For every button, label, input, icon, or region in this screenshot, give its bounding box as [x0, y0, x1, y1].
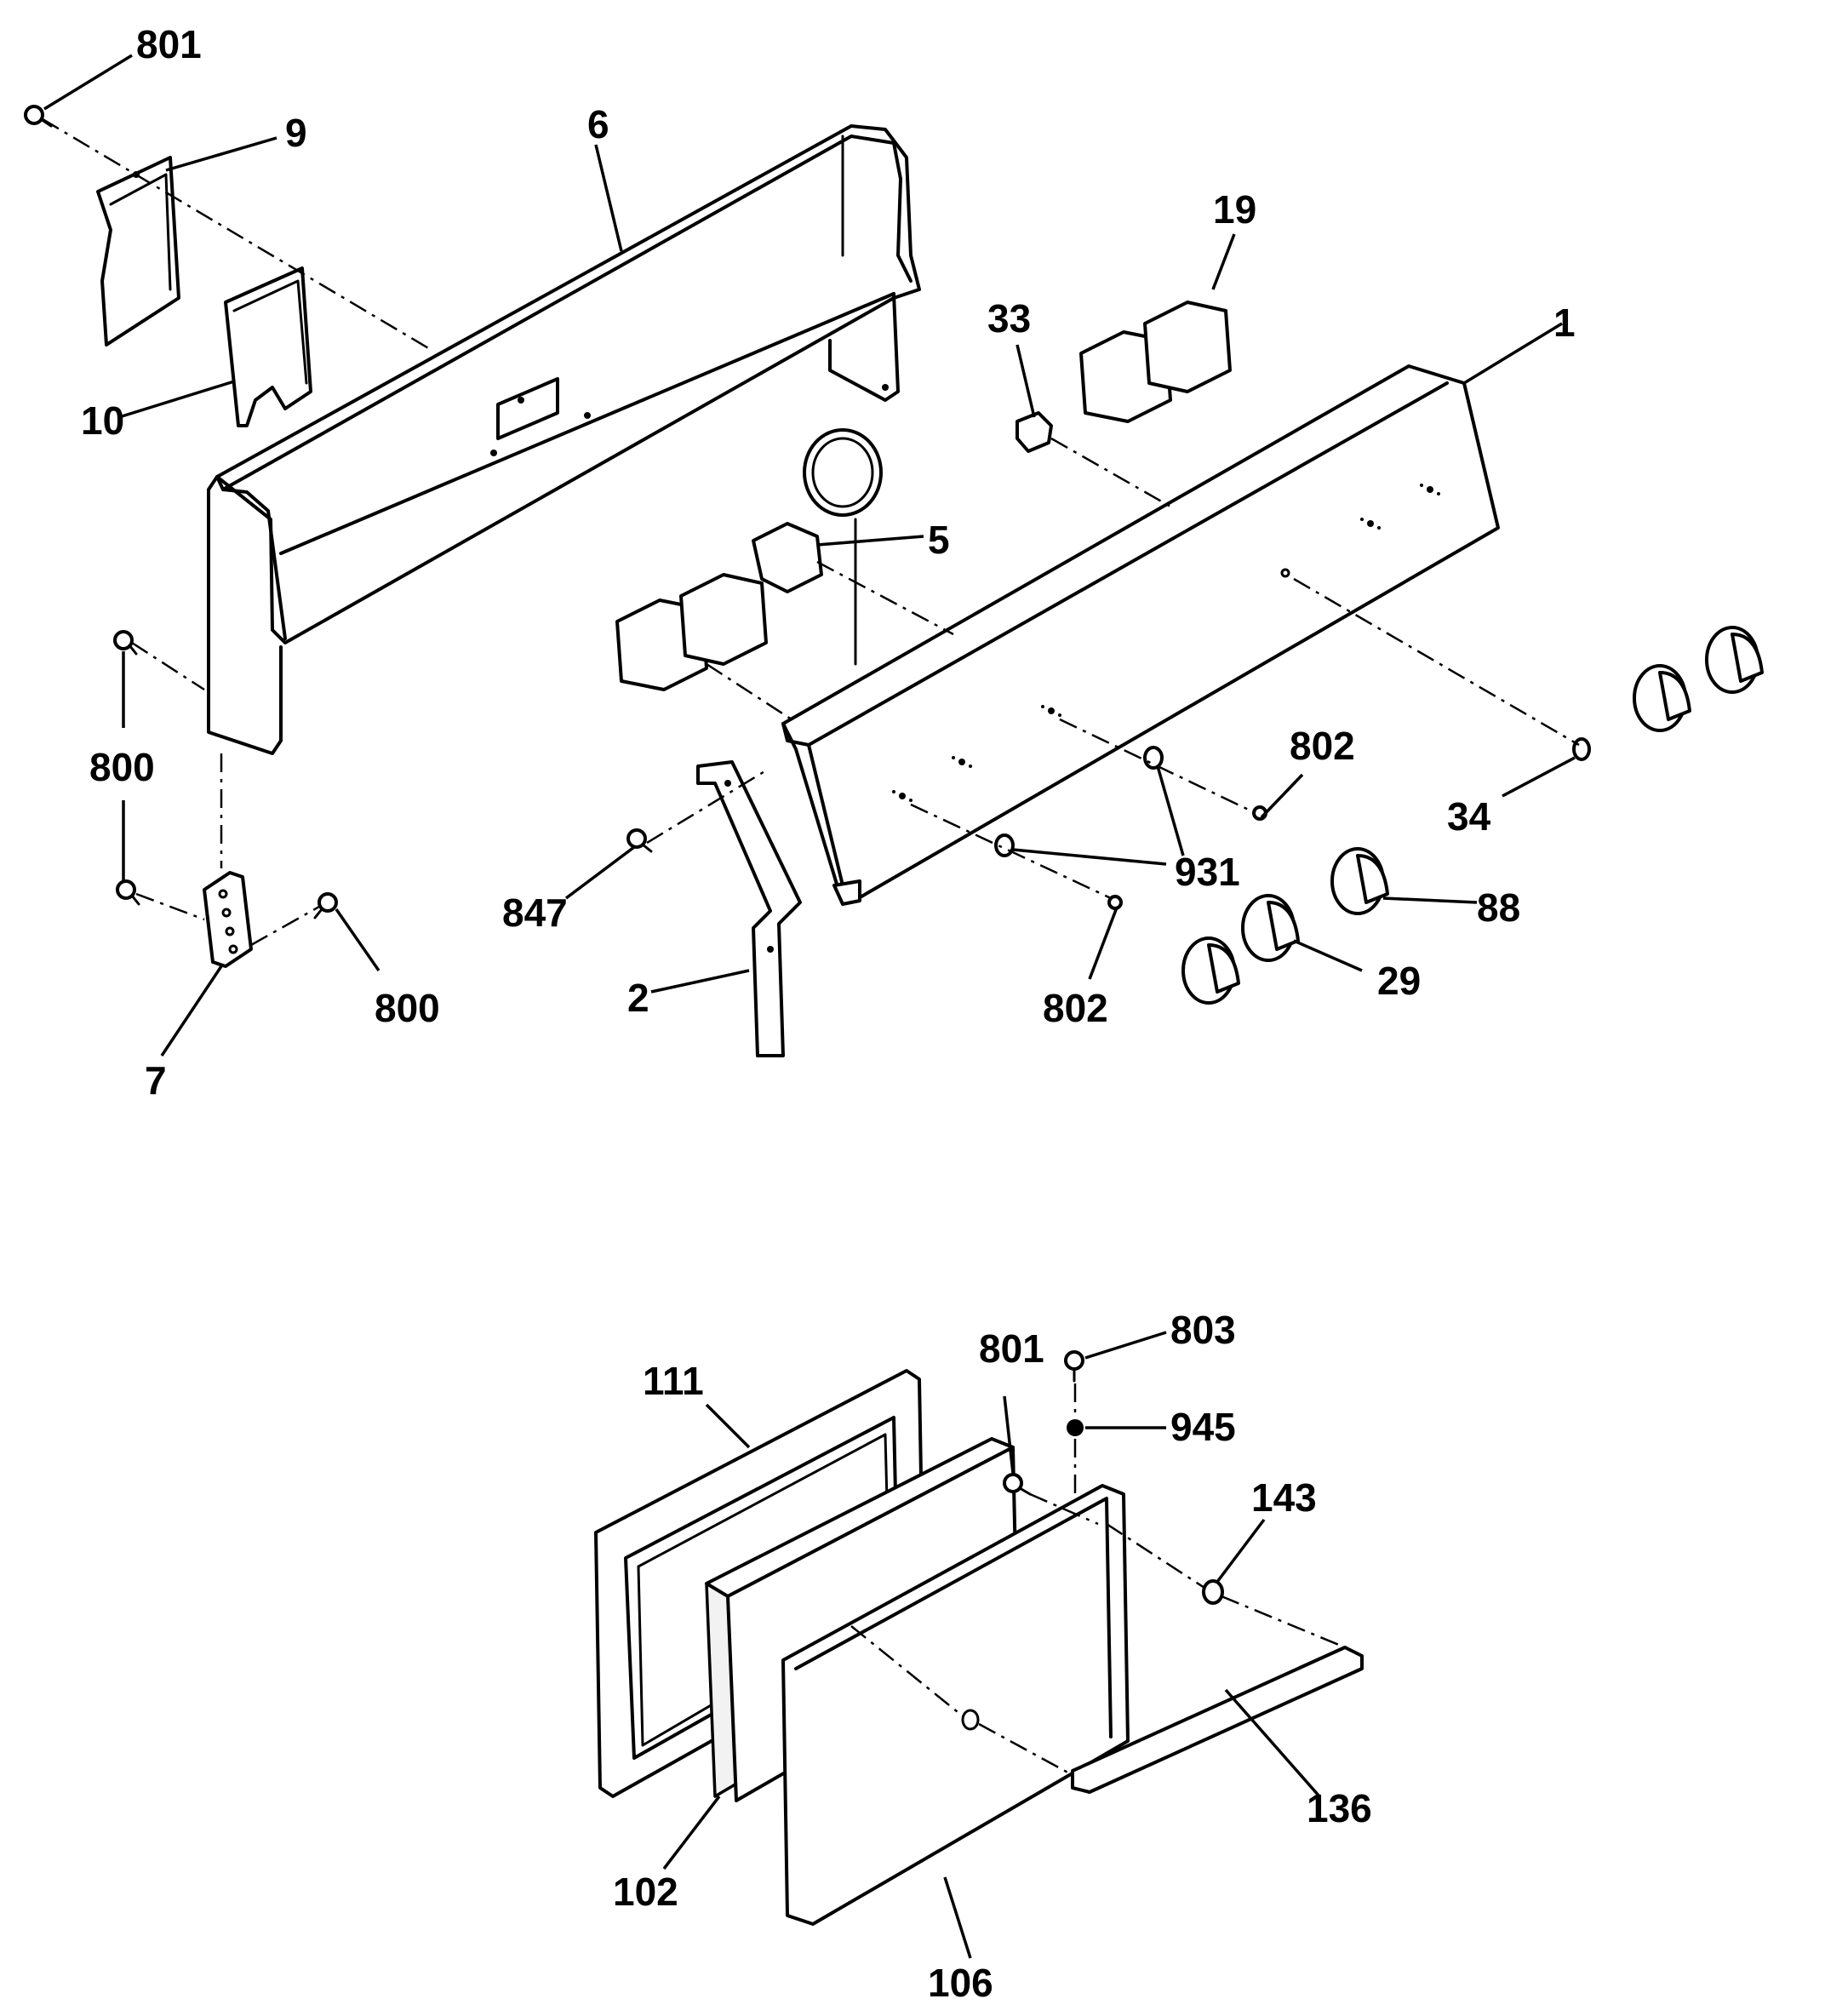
label-945: 945: [1170, 1405, 1236, 1449]
label-2: 2: [627, 976, 649, 1020]
part-6-backguard: [207, 124, 921, 755]
screw-802-lower: [1107, 895, 1123, 910]
label-803: 803: [1170, 1308, 1236, 1352]
label-1: 1: [1553, 301, 1576, 345]
part-labels: 801 9 6 10 19 33 1 5 800 800 7 847 2 802…: [81, 22, 1576, 2005]
part-19-switches: [1079, 301, 1232, 423]
washer-143: [1202, 1579, 1224, 1605]
part-106-door-panel: [781, 1484, 1130, 1926]
label-802-lower: 802: [1043, 986, 1108, 1030]
label-800-left: 800: [89, 745, 155, 789]
label-111: 111: [643, 1359, 704, 1403]
label-29: 29: [1377, 959, 1421, 1003]
washer-931-lower: [994, 833, 1015, 857]
part-33-switch: [1015, 411, 1053, 453]
screw-800-upper: [113, 630, 138, 656]
label-106: 106: [928, 1961, 993, 2005]
indicator-light-34: [1572, 737, 1591, 761]
label-802-upper: 802: [1290, 724, 1355, 768]
screw-800-lower: [116, 879, 140, 906]
label-102: 102: [613, 1870, 678, 1914]
screw-801-bottom: [1003, 1473, 1032, 1496]
part-10-bracket: [224, 266, 312, 427]
knob-88: [1330, 847, 1389, 915]
label-19: 19: [1213, 187, 1256, 232]
label-5: 5: [928, 518, 950, 562]
part-2-trim: [696, 760, 802, 1057]
leader-lines: [43, 54, 1576, 1959]
label-801-top: 801: [136, 22, 202, 66]
label-136: 136: [1307, 1786, 1372, 1830]
screw-847: [626, 828, 653, 853]
label-7: 7: [145, 1058, 167, 1102]
label-34: 34: [1447, 794, 1491, 839]
control-hole: [1360, 518, 1381, 530]
label-88: 88: [1477, 885, 1520, 930]
spacer-945: [1067, 1419, 1084, 1436]
knob: [1705, 626, 1764, 694]
label-6: 6: [587, 102, 609, 146]
washer-931-upper: [1143, 746, 1164, 770]
part-9-bracket: [96, 156, 180, 346]
label-847: 847: [502, 891, 568, 935]
control-hole: [1420, 484, 1440, 495]
part-1-control-panel: [781, 364, 1500, 906]
alignment-lines-lower: [850, 1383, 1346, 1777]
label-33: 33: [987, 296, 1031, 341]
knob: [1181, 936, 1240, 1005]
label-931: 931: [1175, 850, 1240, 894]
knob-29: [1241, 894, 1300, 962]
label-9: 9: [285, 111, 307, 155]
control-hole: [892, 790, 912, 802]
screw-803: [1064, 1350, 1084, 1383]
part-5-thermostat: [752, 428, 883, 666]
control-hole: [952, 756, 972, 768]
screw-800-right: [313, 892, 338, 919]
label-801-bottom: 801: [979, 1326, 1044, 1371]
label-143: 143: [1251, 1475, 1317, 1520]
label-10: 10: [81, 398, 124, 443]
knob: [1633, 664, 1691, 732]
control-hole: [1041, 705, 1061, 717]
infinite-switch-pair-lower: [615, 573, 768, 691]
label-800-right: 800: [375, 986, 440, 1030]
part-7-bracket: [203, 871, 253, 968]
